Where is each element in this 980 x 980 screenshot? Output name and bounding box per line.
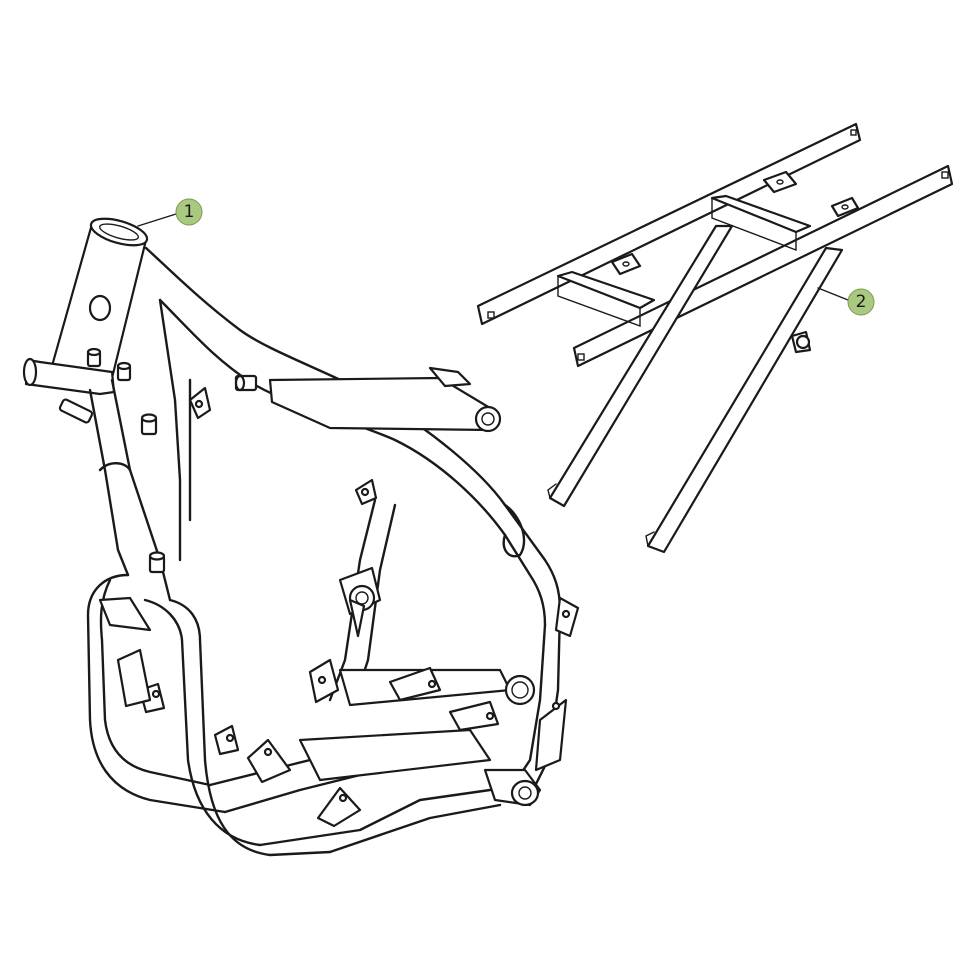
callout-1[interactable]: 1 (137, 198, 203, 227)
rear-subframe-drawing (476, 122, 954, 554)
mount-blocks (338, 566, 382, 638)
subframe-crossmember-front (556, 270, 656, 310)
callout-1-number: 1 (184, 202, 195, 222)
subframe-strut-left (548, 224, 734, 508)
frame-studs (58, 347, 258, 574)
lower-cradle (86, 573, 502, 857)
rear-engine-cradle (298, 498, 562, 807)
subframe-crossmember-rear (710, 194, 812, 234)
steering-head-tube (22, 217, 149, 396)
main-frame-drawing (22, 217, 580, 857)
upper-cross-tube (268, 366, 502, 433)
callout-1-badge (175, 198, 203, 226)
mounting-tabs (98, 386, 580, 828)
callout-2-badge (847, 288, 875, 316)
subframe-strut-right (646, 246, 844, 554)
front-down-tubes (88, 298, 192, 602)
callout-2[interactable]: 2 (817, 287, 875, 316)
callout-2-number: 2 (856, 292, 867, 312)
